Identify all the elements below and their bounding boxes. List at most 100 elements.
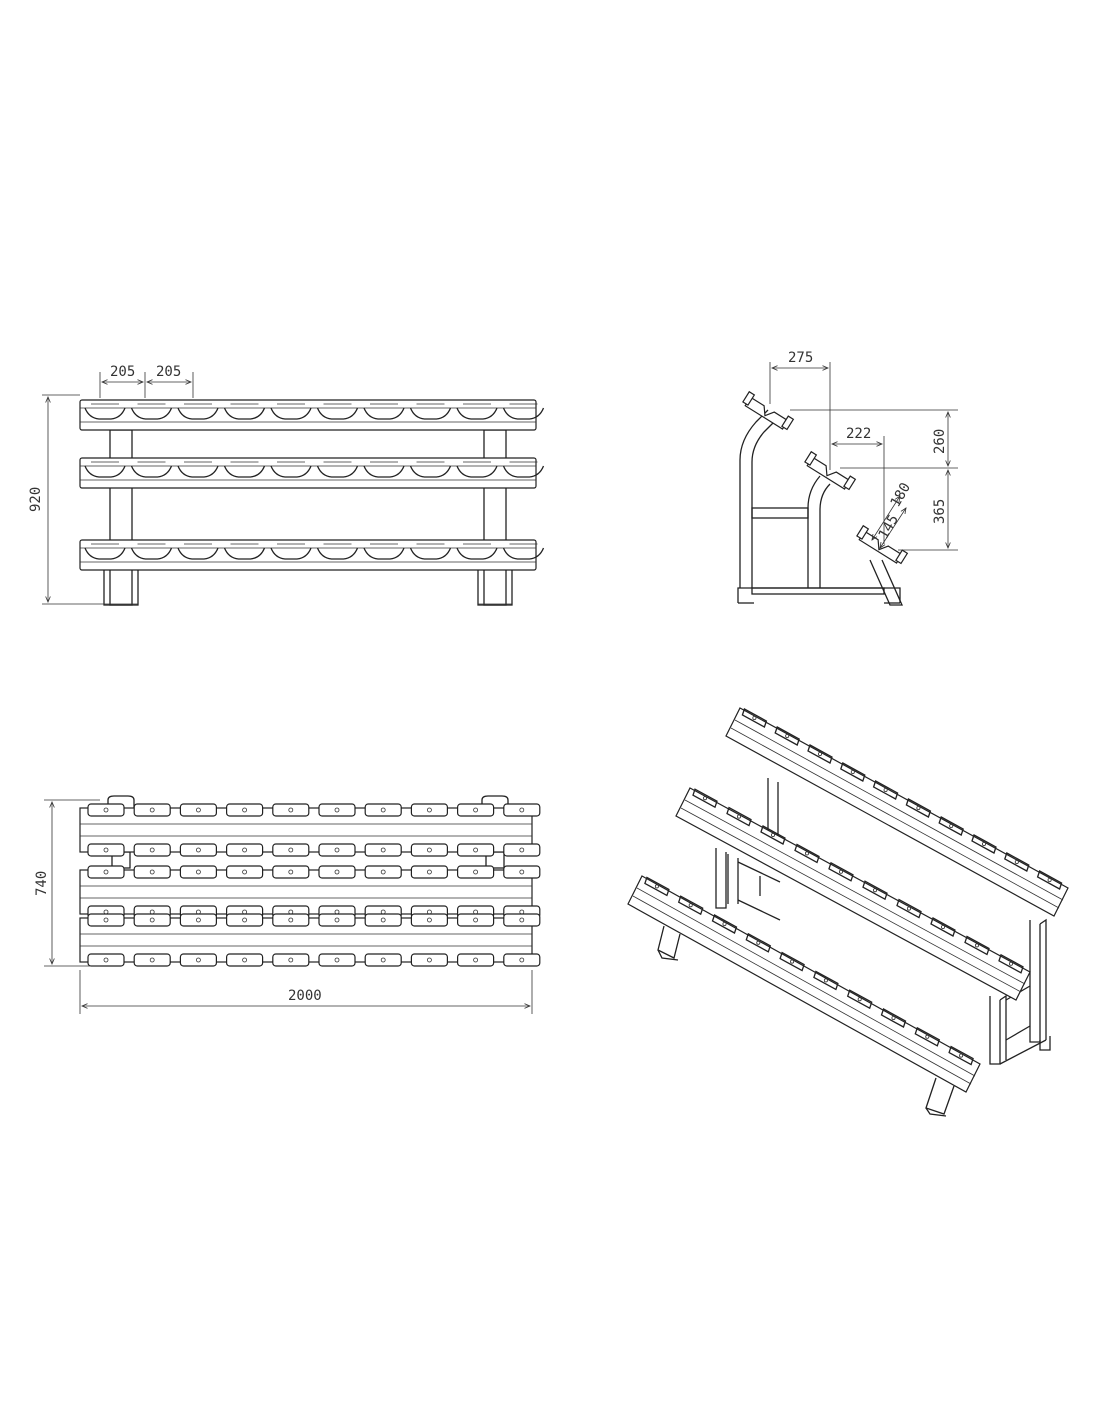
iso-cradle xyxy=(905,798,932,818)
top-cradle xyxy=(87,803,125,817)
front-cradle xyxy=(316,407,359,420)
iso-cradle xyxy=(914,1026,941,1047)
top-cradle xyxy=(87,865,125,879)
top-cradle xyxy=(503,865,541,879)
front-cradle xyxy=(130,465,173,478)
top-cradle xyxy=(457,803,495,817)
top-cradle xyxy=(226,865,264,879)
top-tier xyxy=(79,865,541,919)
iso-cradle xyxy=(794,843,820,864)
side-view-dimensions: 275 222 260 365 180 145 xyxy=(769,350,958,551)
front-cradle xyxy=(409,547,452,560)
top-cradle xyxy=(272,843,310,857)
top-cradle xyxy=(87,843,125,857)
iso-cradle xyxy=(677,895,704,916)
top-cradle xyxy=(503,913,541,927)
front-cradle xyxy=(456,547,498,560)
front-cradle xyxy=(316,465,359,478)
front-cradle xyxy=(84,465,126,478)
front-cradle xyxy=(223,407,266,420)
iso-cradle xyxy=(644,876,670,897)
front-cradle xyxy=(84,547,126,560)
front-view-dimensions: 205 205 920 xyxy=(28,364,194,605)
front-cradle xyxy=(223,547,266,560)
front-tier xyxy=(79,457,545,489)
iso-cradle xyxy=(807,744,833,764)
top-cradle xyxy=(87,953,125,967)
iso-tier xyxy=(675,787,1031,1001)
front-cradle xyxy=(363,407,405,420)
top-cradle xyxy=(226,843,264,857)
front-tier xyxy=(79,399,545,431)
top-cradle xyxy=(179,843,217,857)
top-cradle xyxy=(133,865,171,879)
top-cradle xyxy=(272,865,310,879)
front-view-tiers xyxy=(79,399,545,571)
iso-cradle xyxy=(711,914,738,934)
front-view-posts xyxy=(103,429,513,606)
top-cradle xyxy=(272,803,310,817)
top-cradle xyxy=(318,865,356,879)
iso-cradle xyxy=(872,780,899,800)
front-cradle xyxy=(456,465,498,478)
top-cradle xyxy=(364,913,402,927)
top-cradle xyxy=(410,913,448,927)
front-tier xyxy=(79,539,545,571)
front-cradle xyxy=(502,465,545,478)
top-cradle xyxy=(318,803,356,817)
top-cradle xyxy=(87,913,125,927)
top-cradle xyxy=(410,803,448,817)
top-tier xyxy=(79,803,541,857)
top-cradle xyxy=(503,843,541,857)
top-cradle xyxy=(179,913,217,927)
top-cradle xyxy=(410,953,448,967)
iso-cradle xyxy=(880,1008,907,1028)
iso-cradle xyxy=(1036,870,1063,890)
front-cradle xyxy=(223,465,266,478)
top-view-tiers xyxy=(79,803,541,967)
iso-tier xyxy=(627,875,981,1093)
top-cradle xyxy=(364,843,402,857)
front-cradle xyxy=(177,465,219,478)
front-cradle xyxy=(363,547,405,560)
top-cradle xyxy=(457,865,495,879)
front-cradle xyxy=(177,547,219,560)
isometric-tiers xyxy=(627,707,1069,1093)
top-view-dimensions: 740 2000 xyxy=(34,799,533,1014)
top-cradle xyxy=(410,865,448,879)
iso-cradle xyxy=(896,898,922,919)
top-cradle xyxy=(457,843,495,857)
iso-cradle xyxy=(971,834,997,854)
top-cradle xyxy=(318,913,356,927)
iso-tier xyxy=(725,707,1069,917)
top-cradle xyxy=(503,953,541,967)
iso-cradle xyxy=(840,762,866,782)
front-cradle xyxy=(177,407,219,420)
front-cradle xyxy=(502,407,545,420)
iso-cradle xyxy=(998,953,1024,974)
front-cradle xyxy=(84,407,126,420)
top-cradle xyxy=(364,803,402,817)
top-cradle xyxy=(410,843,448,857)
top-cradle xyxy=(133,843,171,857)
top-cradle xyxy=(318,843,356,857)
front-cradle xyxy=(130,547,173,560)
iso-cradle xyxy=(760,825,786,845)
iso-cradle xyxy=(779,951,805,972)
top-cradle xyxy=(179,953,217,967)
top-tier xyxy=(79,913,541,967)
front-cradle xyxy=(130,407,173,420)
top-cradle xyxy=(272,953,310,967)
side-view xyxy=(737,390,909,606)
top-cradle xyxy=(364,865,402,879)
dimension-height: 920 xyxy=(28,487,44,512)
dimension-slot-pitch-1: 205 xyxy=(110,364,135,380)
top-cradle xyxy=(272,913,310,927)
iso-cradle xyxy=(774,726,800,746)
front-view xyxy=(79,399,545,606)
top-cradle xyxy=(133,953,171,967)
iso-cradle xyxy=(813,970,839,991)
front-cradle xyxy=(409,407,452,420)
front-cradle xyxy=(502,547,545,560)
front-cradle xyxy=(270,465,312,478)
